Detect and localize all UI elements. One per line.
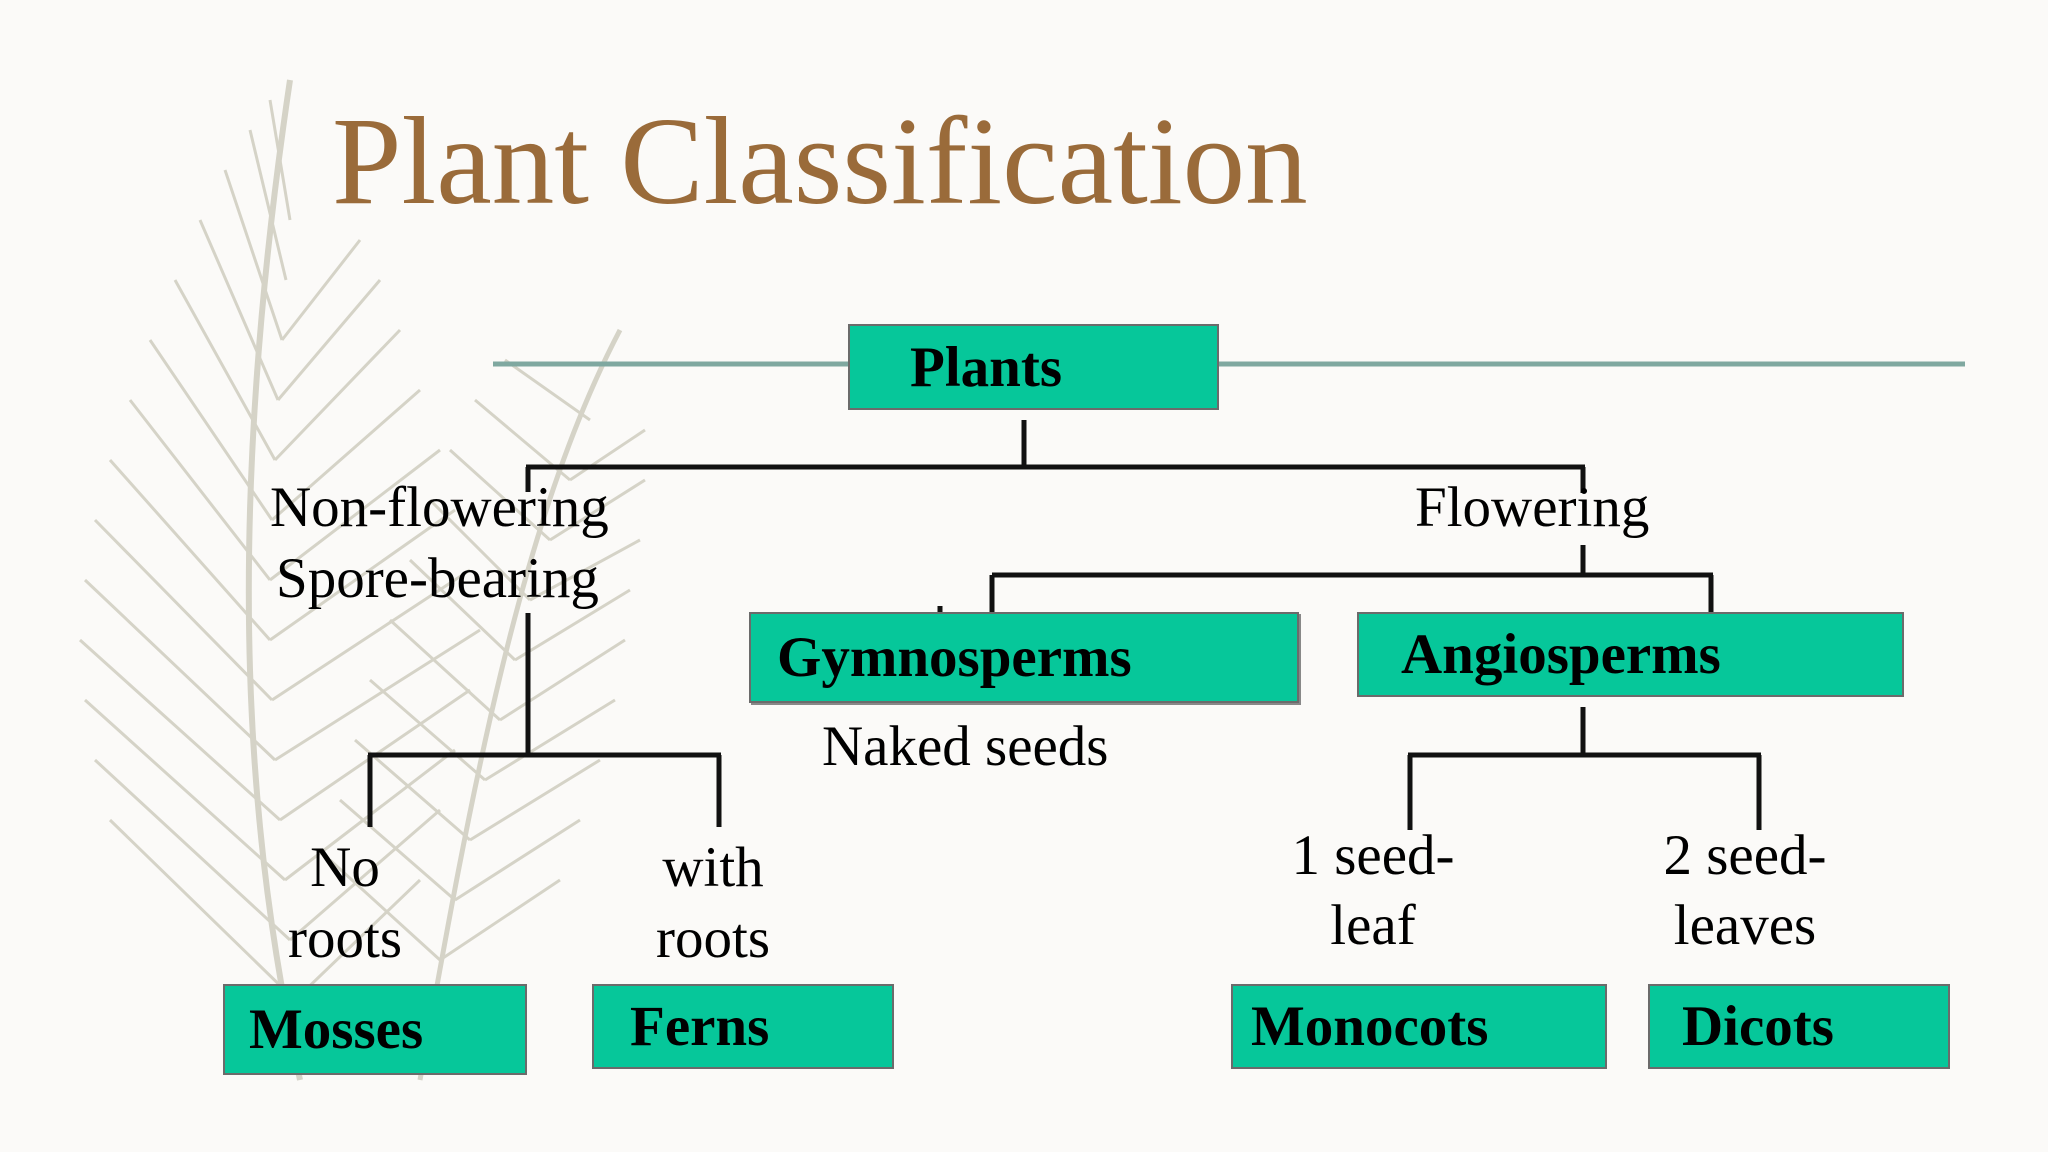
label-leaves: leaves: [1673, 894, 1817, 957]
node-gymnosperms-label: Gymnosperms: [777, 626, 1132, 689]
tree-connectors: [367, 420, 1762, 830]
label-one-seed: 1 seed-: [1291, 824, 1455, 887]
node-monocots: Monocots: [1231, 984, 1607, 1069]
node-angiosperms-label: Angiosperms: [1401, 623, 1721, 686]
node-angiosperms: Angiosperms: [1357, 612, 1904, 697]
node-mosses-label: Mosses: [249, 998, 424, 1061]
node-ferns: Ferns: [592, 984, 894, 1069]
label-no: No: [310, 836, 380, 899]
node-dicots-label: Dicots: [1682, 995, 1834, 1058]
feather-decoration: [78, 79, 646, 1081]
label-leaf: leaf: [1330, 894, 1416, 957]
label-naked-seeds: Naked seeds: [822, 715, 1109, 778]
node-ferns-label: Ferns: [630, 995, 770, 1058]
node-plants: Plants: [848, 324, 1219, 410]
node-mosses: Mosses: [223, 984, 527, 1075]
label-roots-left: roots: [288, 907, 402, 970]
node-plants-label: Plants: [910, 335, 1063, 399]
node-dicots: Dicots: [1648, 984, 1950, 1069]
node-monocots-label: Monocots: [1251, 995, 1489, 1058]
label-roots-right: roots: [656, 907, 770, 970]
node-gymnosperms: Gymnosperms: [749, 612, 1299, 703]
label-two-seed: 2 seed-: [1663, 824, 1827, 887]
label-with: with: [662, 836, 764, 899]
label-non-flowering: Non-flowering: [270, 476, 609, 539]
page-title: Plant Classification: [332, 93, 1308, 231]
label-spore-bearing: Spore-bearing: [276, 547, 599, 610]
label-flowering: Flowering: [1415, 476, 1650, 539]
